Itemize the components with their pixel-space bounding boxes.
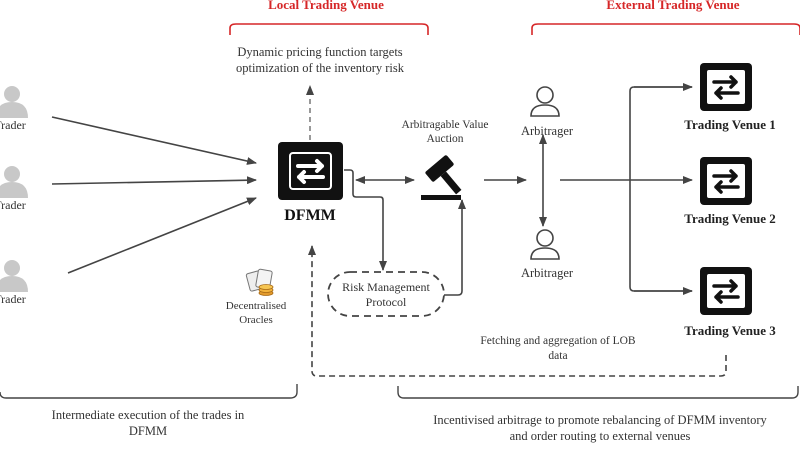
venue-2-swap-arrows-icon [700,157,752,205]
trader-3-person-icon [0,260,28,292]
dfmm-label: DFMM [284,207,336,224]
branch-vertical [629,86,692,292]
arbitrager-1-person-icon [530,86,560,117]
local-venue-header: Local Trading Venue [268,0,384,12]
trader-1-arrow [51,116,257,165]
risk-protocol-label: Risk Management Protocol [342,280,430,309]
dfmm-box [278,142,343,200]
risk-auction-arrow [444,199,466,296]
trader-1-label: Trader [0,118,26,132]
gavel-icon [421,155,462,200]
auction-label: Arbitragable Value Auction [401,119,489,145]
incentivised-arbitrage-note: Incentivised arbitrage to promote rebala… [433,413,767,443]
dynamic-pricing-note: Dynamic pricing function targets optimiz… [235,45,405,75]
incentivised-arbitrage-brace [397,386,799,399]
trader-2-person-icon [0,166,28,198]
arbitrager-2-label: Arbitrager [520,266,574,280]
oracles-label: Decentralised Oracles [225,300,287,326]
intermediate-execution-note: Intermediate execution of the trades in … [51,408,245,438]
trader-3-arrow [67,197,257,274]
external-venue-brace [531,23,800,35]
trader-1-person-icon [0,86,28,118]
external-venue-header: External Trading Venue [606,0,740,12]
lob-feedback-line [308,245,727,377]
venue-2-label: Trading Venue 2 [684,211,776,226]
dfmm-swap-arrows-icon [289,152,332,190]
oracle-coins-icon [245,268,274,296]
intermediate-execution-brace [0,384,298,399]
dfmm-risk-arrow [344,169,387,271]
venue-3-swap-arrows-icon [700,267,752,315]
trader-3-label: Trader [0,292,26,306]
venue-1-label: Trading Venue 1 [684,117,776,132]
venue-3-label: Trading Venue 3 [684,323,776,338]
trader-2-label: Trader [0,198,26,212]
arbitrager-1-label: Arbitrager [520,124,574,138]
venue-1-swap-arrows-icon [700,63,752,111]
arbitrager-2-person-icon [530,229,560,260]
lob-data-note: Fetching and aggregation of LOB data [480,335,636,362]
local-venue-brace [229,23,429,35]
trader-2-arrow [51,176,257,185]
risk-protocol-box [327,271,445,317]
